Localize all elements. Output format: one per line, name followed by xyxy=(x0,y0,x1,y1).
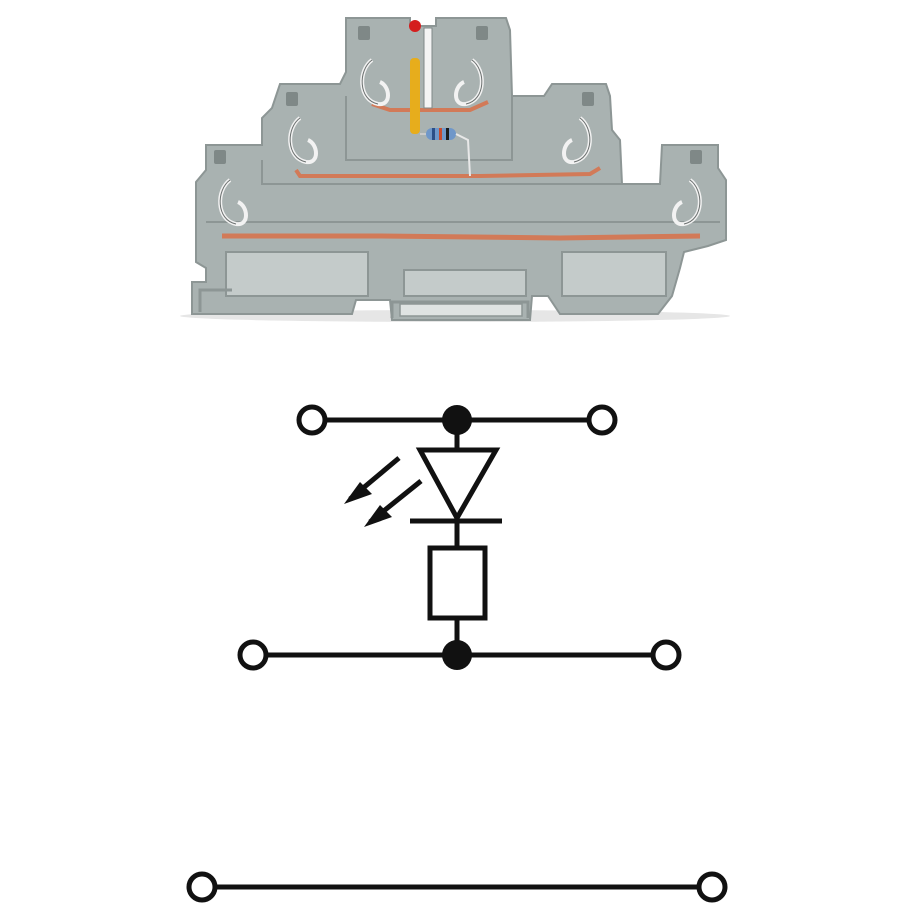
bridge-upper xyxy=(371,100,489,112)
resistor-band-1 xyxy=(432,128,435,140)
led-slot xyxy=(423,27,433,109)
resistor-lead xyxy=(455,133,471,177)
clamp-entries xyxy=(214,26,702,164)
terminal-block-photo xyxy=(180,17,730,322)
terminal-top-left xyxy=(296,404,328,436)
light-emission-arrows-icon xyxy=(344,456,423,527)
led-module xyxy=(409,20,471,177)
spring-clamp-6 xyxy=(672,178,702,227)
spring-clamp-3 xyxy=(288,116,318,165)
din-rail-slot xyxy=(399,303,523,317)
resistor-symbol xyxy=(427,545,488,621)
terminal-bottom-left xyxy=(186,871,218,903)
bridge-middle xyxy=(294,166,602,178)
diode-symbol xyxy=(415,447,501,524)
din-rail-foot xyxy=(198,288,530,318)
lower-panel-mid xyxy=(403,269,527,297)
level-middle-outline xyxy=(261,160,622,185)
spring-clamp-4 xyxy=(562,116,592,165)
resistor-band-3 xyxy=(446,128,449,140)
spring-clamp-2 xyxy=(454,58,484,107)
led-leg xyxy=(410,58,420,134)
terminal-top-right xyxy=(586,404,618,436)
bridge-lower xyxy=(222,233,701,241)
terminal-middle-left xyxy=(237,639,269,671)
circuit-schematic xyxy=(186,404,728,903)
level-upper-outline xyxy=(345,96,513,161)
terminal-middle-right xyxy=(650,639,682,671)
terminal-bottom-right xyxy=(696,871,728,903)
lower-panel-left xyxy=(225,251,369,297)
lower-panel-right xyxy=(561,251,667,297)
node-middle xyxy=(442,640,472,670)
led-indicator xyxy=(409,20,421,32)
resistor-band-2 xyxy=(439,128,442,140)
spring-clamp-1 xyxy=(360,58,390,107)
spring-clamp-5 xyxy=(218,178,248,227)
